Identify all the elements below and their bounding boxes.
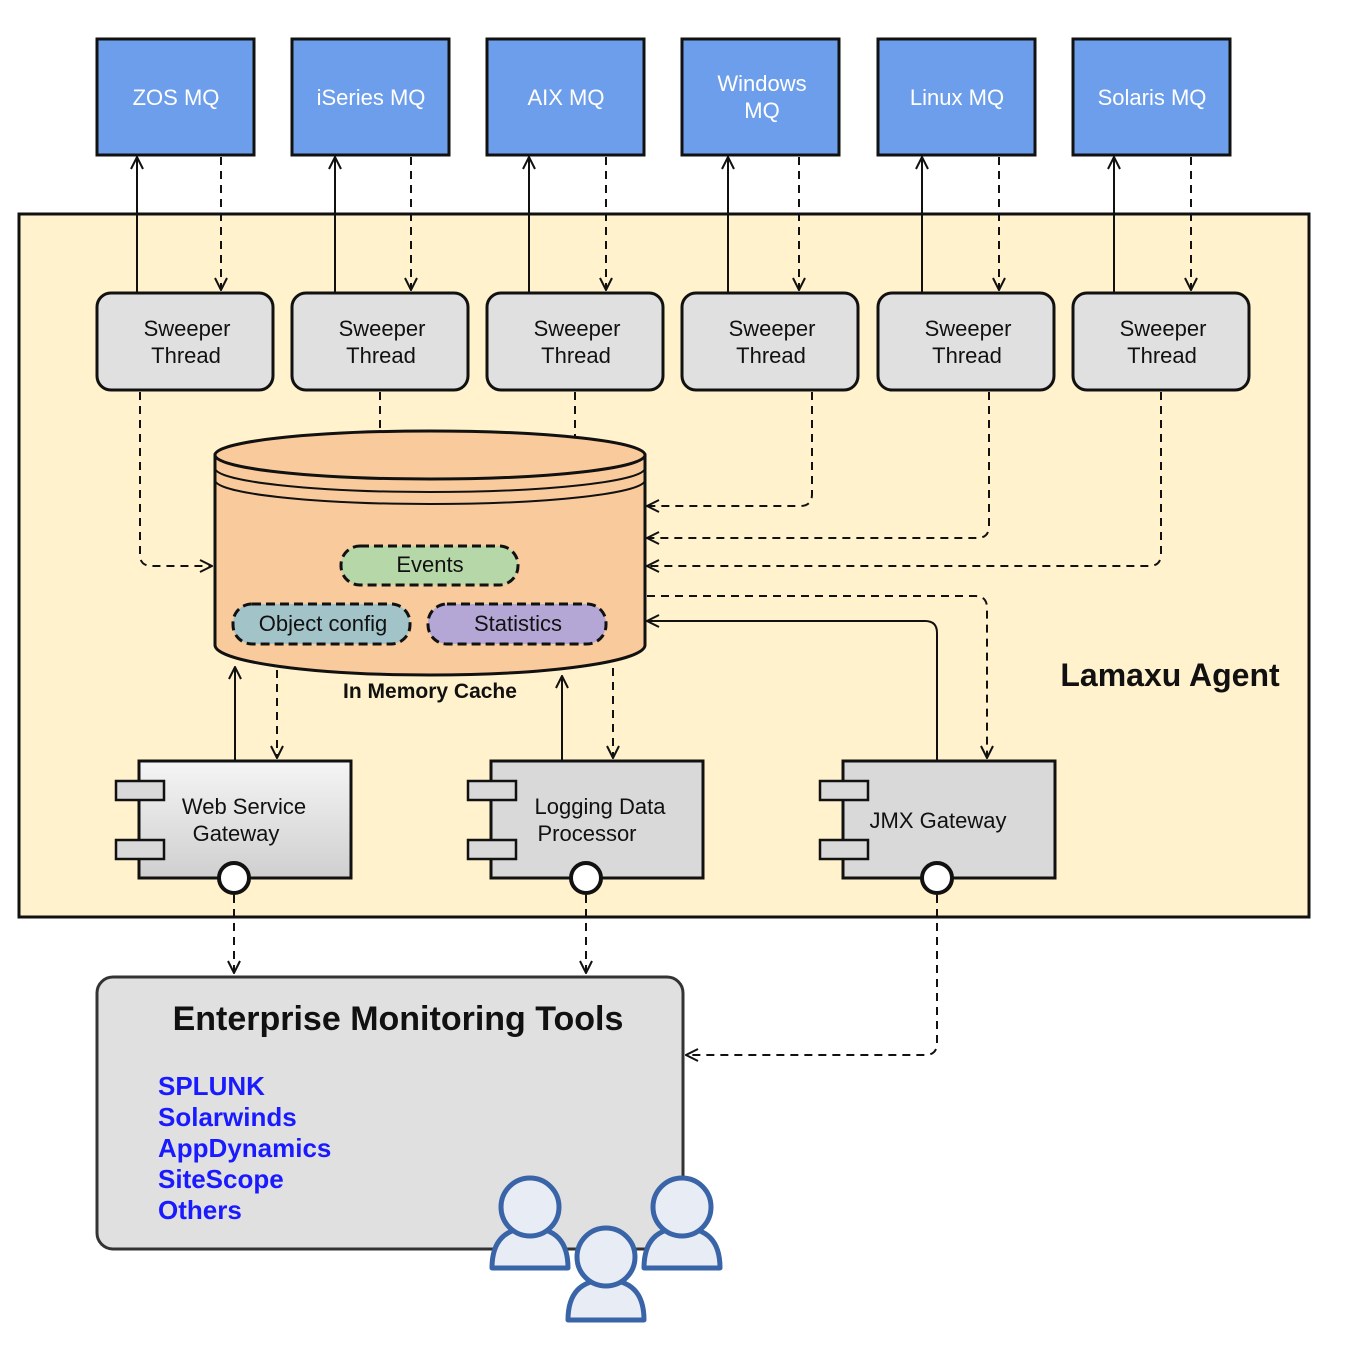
enterprise-monitoring-tools[interactable]: Enterprise Monitoring Tools SPLUNK Solar… bbox=[95, 975, 685, 1251]
cache-gateway-connectors bbox=[235, 667, 613, 760]
mq-label: iSeries MQ bbox=[317, 85, 426, 110]
cache-label: In Memory Cache bbox=[343, 680, 517, 703]
tool-link[interactable]: Solarwinds bbox=[158, 1102, 297, 1132]
tool-link[interactable]: SPLUNK bbox=[158, 1071, 265, 1101]
jmx-to-cache-arrow bbox=[647, 621, 938, 760]
mq-label: Solaris MQ bbox=[1098, 85, 1207, 110]
mq-box-solaris[interactable]: Solaris MQ bbox=[1071, 37, 1232, 157]
mq-box-linux[interactable]: Linux MQ bbox=[876, 37, 1037, 157]
enterprise-title: Enterprise Monitoring Tools bbox=[173, 1000, 624, 1038]
gateway-tools-connectors bbox=[234, 895, 938, 1055]
mq-box-iseries[interactable]: iSeries MQ bbox=[290, 37, 451, 157]
mq-label: AIX MQ bbox=[527, 85, 604, 110]
object-config-label: Object config bbox=[259, 611, 387, 636]
mq-label: ZOS MQ bbox=[133, 85, 220, 110]
statistics-pill[interactable]: Statistics bbox=[426, 602, 608, 646]
tool-link[interactable]: AppDynamics bbox=[158, 1133, 331, 1163]
agent-label: Lamaxu Agent bbox=[1060, 657, 1280, 693]
tool-link[interactable]: SiteScope bbox=[158, 1164, 284, 1194]
jmx-gateway[interactable]: JMX Gateway bbox=[818, 759, 1057, 895]
jmx-gateway-label: JMX Gateway bbox=[870, 808, 1007, 833]
mq-box-zos[interactable]: ZOS MQ bbox=[95, 37, 256, 157]
object-config-pill[interactable]: Object config bbox=[231, 602, 412, 646]
sweeper-cache-connectors bbox=[139, 392, 1162, 758]
tool-link[interactable]: Others bbox=[158, 1195, 242, 1225]
events-label: Events bbox=[396, 552, 463, 577]
statistics-label: Statistics bbox=[474, 611, 562, 636]
users-icon bbox=[489, 1175, 723, 1323]
mq-sweeper-connectors bbox=[137, 157, 1191, 292]
mq-box-aix[interactable]: AIX MQ bbox=[485, 37, 646, 157]
mq-label: Linux MQ bbox=[910, 85, 1004, 110]
events-pill[interactable]: Events bbox=[339, 544, 520, 587]
